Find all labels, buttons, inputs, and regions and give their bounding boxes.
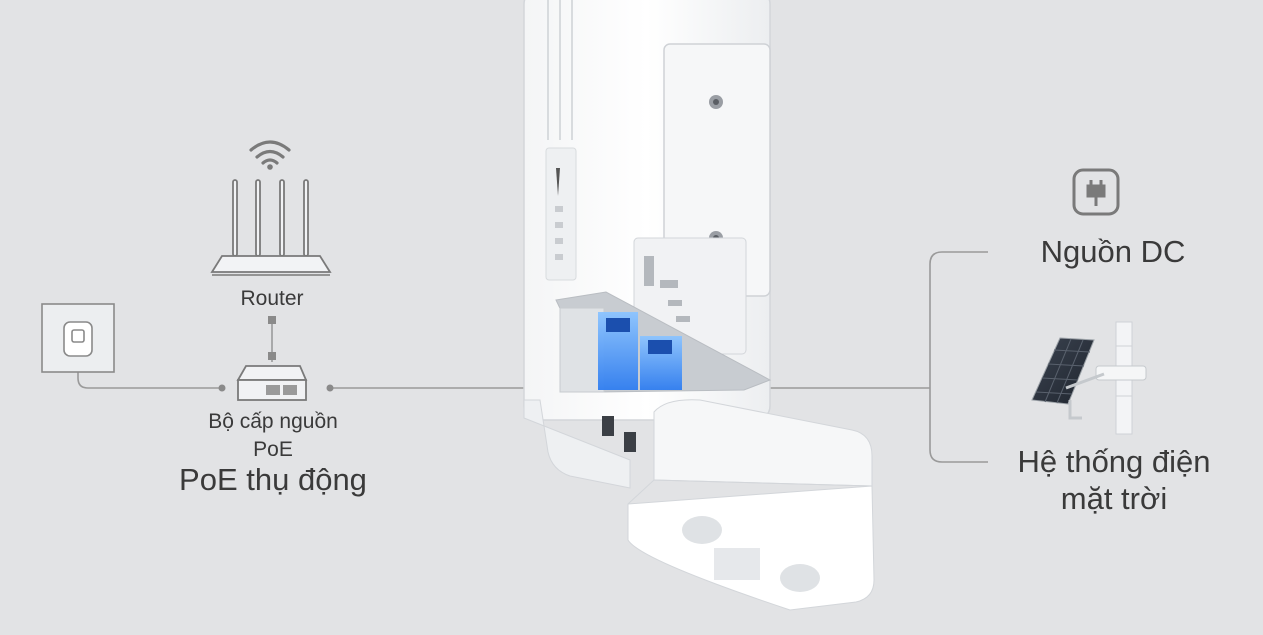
poe-injector-label-line1: Bộ cấp nguồn (208, 410, 338, 433)
solar-system-label-line1: Hệ thống điện (1017, 444, 1211, 479)
wifi-dot (267, 164, 273, 170)
line-endpoint (326, 384, 334, 392)
passive-poe-label: PoE thụ động (179, 462, 367, 497)
poe-injector-icon (236, 365, 308, 401)
wall-outlet-icon (41, 303, 115, 373)
dc-power-label: Nguồn DC (1040, 234, 1186, 269)
router-label: Router (240, 287, 304, 310)
outlet-to-injector-line (77, 352, 222, 389)
solar-system-label-line2: mặt trời (1060, 481, 1168, 516)
solar-panel-icon (1031, 321, 1147, 435)
router-icon (210, 179, 332, 276)
poe-injector-label-line2: PoE (253, 438, 293, 461)
connection-lines (77, 251, 988, 463)
cable-connector (268, 316, 276, 324)
line-endpoint (218, 384, 226, 392)
dc-plug-icon (1072, 168, 1120, 216)
cable-connector (268, 352, 276, 360)
wifi-icon (249, 140, 291, 165)
access-point-device (523, 0, 875, 611)
power-bracket-line (929, 251, 988, 463)
